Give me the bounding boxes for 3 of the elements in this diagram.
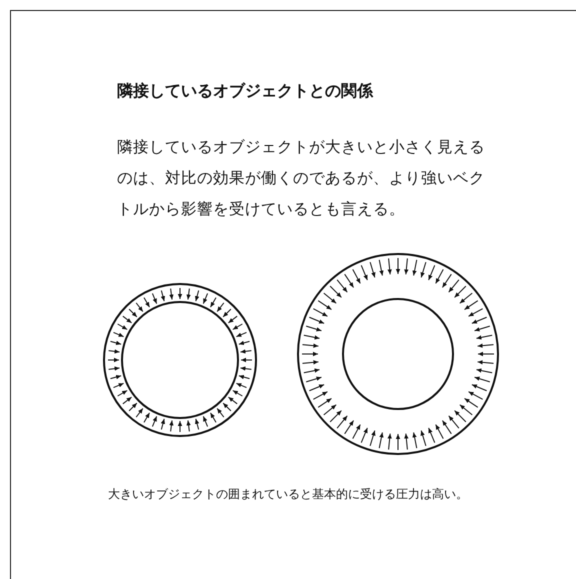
body-paragraph: 隣接しているオブジェクトが大きいと小さく見えるのは、対比の効果が働くのであるが、より強いベクトルから影響を受けているとも言える。 xyxy=(117,137,486,220)
caption: 大きいオブジェクトの囲まれていると基本的に受ける圧力は高い。 xyxy=(107,486,469,503)
heading: 隣接しているオブジェクトとの関係 xyxy=(117,81,373,102)
